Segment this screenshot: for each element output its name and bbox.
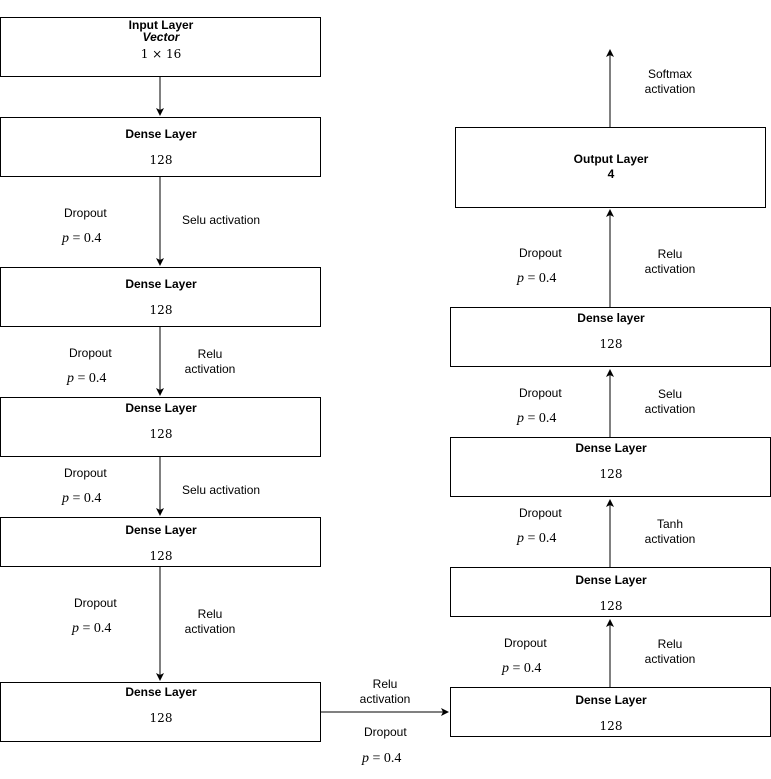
layer-title: Dense Layer xyxy=(125,401,197,415)
activation-line-1: Selu xyxy=(657,387,683,401)
left-dense-layer-3: Dense Layer 128 xyxy=(0,397,321,457)
edge-right-1-p: p = 0.4 xyxy=(502,661,541,677)
output-layer-units: 4 xyxy=(607,167,615,181)
edge-bridge-dropout: Dropout xyxy=(364,725,407,739)
edge-left-1-p: p = 0.4 xyxy=(62,231,101,247)
edge-left-2-p: p = 0.4 xyxy=(67,371,106,387)
p-symbol: p xyxy=(517,271,524,286)
layer-title: Dense Layer xyxy=(125,685,197,699)
edge-right-4-activation: Relu activation xyxy=(645,247,696,277)
activation-line-1: Relu xyxy=(197,347,223,361)
p-value: = 0.4 xyxy=(527,271,557,286)
layer-title: Dense layer xyxy=(577,311,645,325)
edge-right-3-dropout: Dropout xyxy=(519,386,562,400)
activation-line-2: activation xyxy=(644,532,696,546)
activation-line-2: activation xyxy=(184,622,236,636)
p-value: = 0.4 xyxy=(72,231,102,246)
edge-left-1-dropout: Dropout xyxy=(64,206,107,220)
p-value: = 0.4 xyxy=(527,411,557,426)
edge-right-2-dropout: Dropout xyxy=(519,506,562,520)
p-symbol: p xyxy=(62,231,69,246)
layer-units: 128 xyxy=(599,467,623,481)
edge-left-4-p: p = 0.4 xyxy=(72,621,111,637)
activation-line-2: activation xyxy=(184,362,236,376)
layer-units: 128 xyxy=(599,719,623,733)
edge-right-1-activation: Relu activation xyxy=(645,637,696,667)
activation-line-1: Tanh xyxy=(656,517,684,531)
activation-line-1: Relu xyxy=(657,247,683,261)
left-dense-layer-1: Dense Layer 128 xyxy=(0,117,321,177)
activation-line-2: activation xyxy=(644,652,696,666)
layer-title: Dense Layer xyxy=(125,127,197,141)
input-layer-box: Input Layer Vector 1 × 16 xyxy=(0,17,321,77)
p-symbol: p xyxy=(62,491,69,506)
layer-units: 128 xyxy=(599,337,623,351)
edge-bridge-activation: Relu activation xyxy=(360,677,411,707)
p-symbol: p xyxy=(362,751,369,766)
layer-units: 128 xyxy=(149,549,173,563)
output-layer-box: Output Layer 4 xyxy=(455,127,766,208)
edge-right-4-p: p = 0.4 xyxy=(517,271,556,287)
right-dense-layer-2: Dense Layer 128 xyxy=(450,567,771,617)
edge-left-2-dropout: Dropout xyxy=(69,346,112,360)
p-value: = 0.4 xyxy=(512,661,542,676)
left-dense-layer-5: Dense Layer 128 xyxy=(0,682,321,742)
right-dense-layer-1: Dense Layer 128 xyxy=(450,687,771,737)
edge-left-3-p: p = 0.4 xyxy=(62,491,101,507)
edge-left-2-activation: Relu activation xyxy=(185,347,236,377)
p-symbol: p xyxy=(67,371,74,386)
layer-units: 128 xyxy=(149,427,173,441)
p-symbol: p xyxy=(517,531,524,546)
p-value: = 0.4 xyxy=(372,751,402,766)
activation-line-1: Relu xyxy=(372,677,398,691)
input-layer-subtitle: Vector xyxy=(142,30,180,44)
layer-units: 128 xyxy=(149,711,173,725)
edge-right-2-activation: Tanh activation xyxy=(645,517,696,547)
edge-left-1-activation: Selu activation xyxy=(182,213,261,227)
activation-line-2: activation xyxy=(644,82,696,96)
layer-title: Dense Layer xyxy=(575,693,647,707)
edge-right-3-activation: Selu activation xyxy=(645,387,696,417)
edge-right-1-dropout: Dropout xyxy=(504,636,547,650)
output-layer-title: Output Layer xyxy=(573,152,649,166)
edge-right-3-p: p = 0.4 xyxy=(517,411,556,427)
input-layer-title: Input Layer xyxy=(128,18,194,32)
p-value: = 0.4 xyxy=(77,371,107,386)
edge-left-3-dropout: Dropout xyxy=(64,466,107,480)
activation-line-2: activation xyxy=(644,402,696,416)
edge-right-4-dropout: Dropout xyxy=(519,246,562,260)
edge-left-4-activation: Relu activation xyxy=(185,607,236,637)
edge-bridge-p: p = 0.4 xyxy=(362,751,401,767)
layer-units: 128 xyxy=(149,153,173,167)
p-value: = 0.4 xyxy=(72,491,102,506)
p-symbol: p xyxy=(72,621,79,636)
edge-output-activation: Softmax activation xyxy=(645,67,696,97)
edge-left-3-activation: Selu activation xyxy=(182,483,261,497)
p-symbol: p xyxy=(517,411,524,426)
activation-line-2: activation xyxy=(359,692,411,706)
activation-line-1: Softmax xyxy=(647,67,693,81)
layer-title: Dense Layer xyxy=(125,277,197,291)
layer-title: Dense Layer xyxy=(125,523,197,537)
p-value: = 0.4 xyxy=(82,621,112,636)
activation-line-1: Relu xyxy=(197,607,223,621)
right-dense-layer-3: Dense Layer 128 xyxy=(450,437,771,497)
right-dense-layer-4: Dense layer 128 xyxy=(450,307,771,367)
left-dense-layer-4: Dense Layer 128 xyxy=(0,517,321,567)
left-dense-layer-2: Dense Layer 128 xyxy=(0,267,321,327)
layer-title: Dense Layer xyxy=(575,441,647,455)
p-value: = 0.4 xyxy=(527,531,557,546)
edge-left-4-dropout: Dropout xyxy=(74,596,117,610)
edge-right-2-p: p = 0.4 xyxy=(517,531,556,547)
activation-line-1: Relu xyxy=(657,637,683,651)
activation-line-2: activation xyxy=(644,262,696,276)
layer-units: 128 xyxy=(149,303,173,317)
input-layer-size: 1 × 16 xyxy=(140,47,182,61)
layer-title: Dense Layer xyxy=(575,573,647,587)
layer-units: 128 xyxy=(599,599,623,613)
p-symbol: p xyxy=(502,661,509,676)
